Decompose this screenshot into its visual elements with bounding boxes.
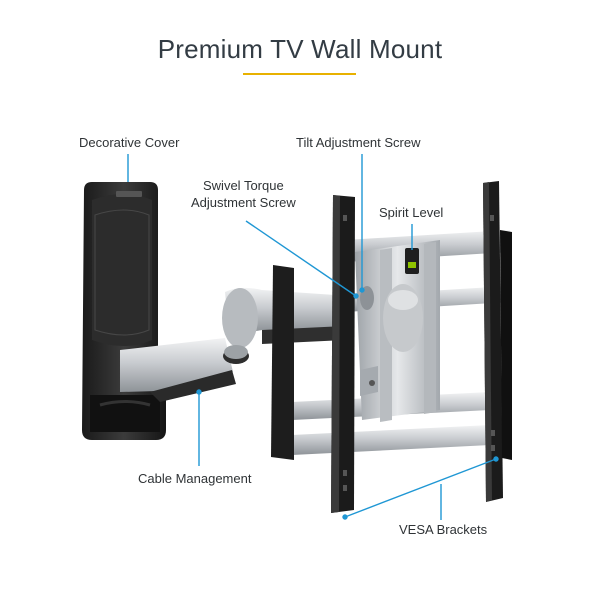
vesa-callout-dot-left (342, 514, 348, 520)
brand-logo (116, 191, 142, 197)
tilt-head (355, 240, 440, 422)
cable-management-callout-dot (196, 389, 202, 395)
label-swivel-torque-line2: Adjustment Screw (191, 195, 296, 210)
vesa-callout-dot-right (493, 456, 499, 462)
label-tilt-adjustment-screw: Tilt Adjustment Screw (296, 135, 421, 150)
label-vesa-brackets: VESA Brackets (399, 522, 488, 537)
swivel-screw-callout-line (245, 220, 357, 297)
vesa-bracket-left (331, 195, 355, 513)
page-title: Premium TV Wall Mount (157, 34, 443, 64)
label-spirit-level: Spirit Level (379, 205, 444, 220)
title-underline (243, 73, 356, 75)
tilt-screw-callout-dot (359, 287, 365, 293)
spirit-level (405, 248, 419, 274)
label-decorative-cover: Decorative Cover (79, 135, 180, 150)
vesa-callout-line (344, 458, 497, 518)
decorative-cover (82, 182, 166, 440)
label-cable-management: Cable Management (138, 471, 252, 486)
vesa-bracket-front (271, 265, 294, 460)
label-swivel-torque-line1: Swivel Torque (203, 178, 284, 193)
vesa-bracket-right (483, 181, 512, 502)
swivel-screw-callout-dot (353, 293, 359, 299)
